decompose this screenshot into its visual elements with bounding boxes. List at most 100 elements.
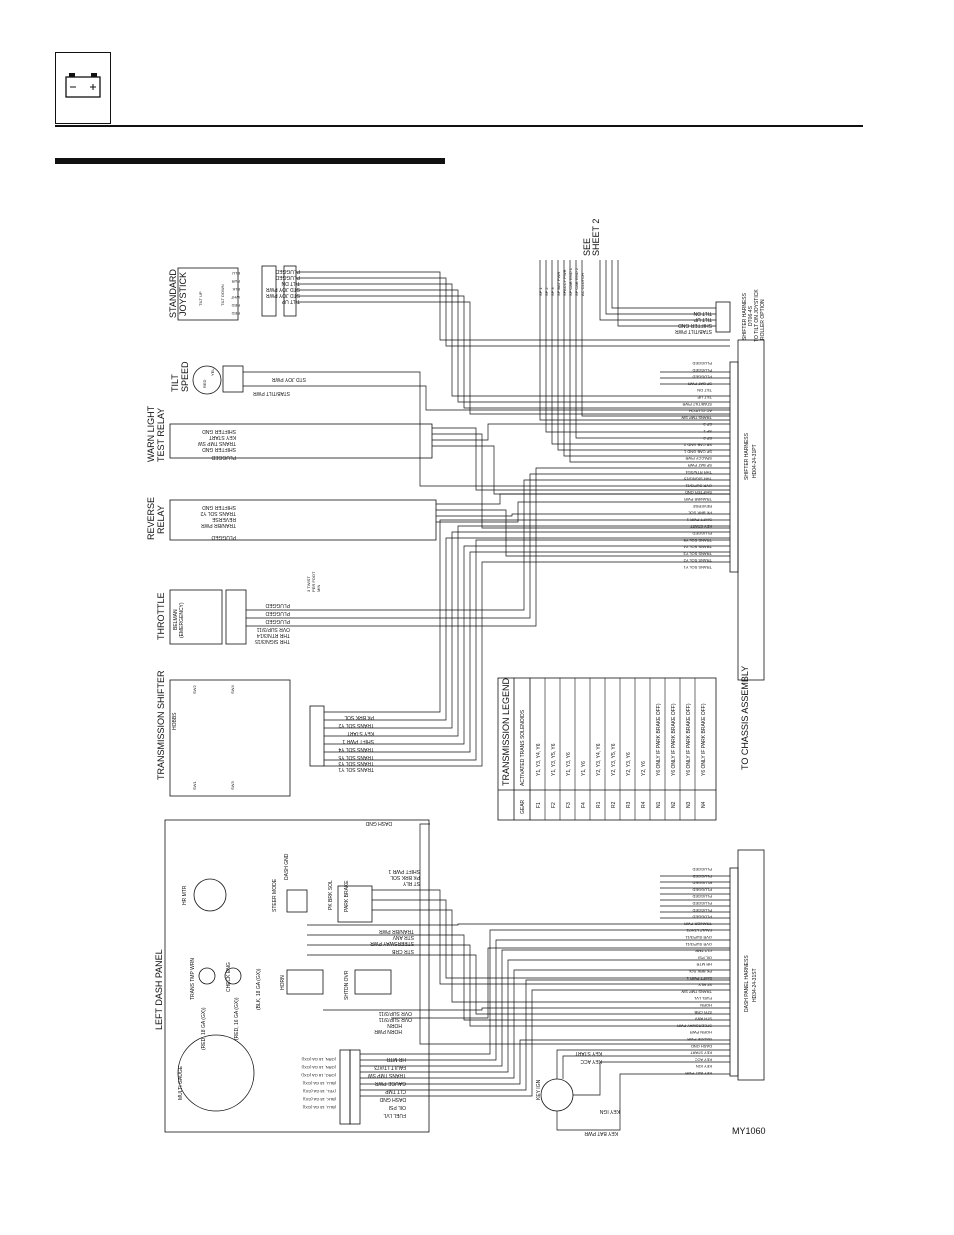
svg-text:HD34-24-31ST: HD34-24-31ST (752, 968, 758, 1002)
legend-gear: N4 (701, 801, 707, 808)
legend-grid (544, 678, 696, 820)
svg-text:SP 2: SP 2 (544, 287, 549, 296)
legend-solenoids: Y2, Y3, Y4, Y6 (596, 743, 602, 776)
svg-text:SW2: SW2 (192, 685, 197, 694)
svg-text:YEL: YEL (210, 368, 215, 376)
see-sheet-line1: SEE (582, 238, 592, 256)
svg-text:(BLU, 18 GA (GX)): (BLU, 18 GA (GX)) (302, 1081, 336, 1086)
to-chassis-assembly: TO CHASSIS ASSEMBLY (740, 666, 750, 770)
svg-text:SHIFTER GND: SHIFTER GND (678, 322, 712, 328)
legend-gear: R3 (626, 801, 632, 808)
harness-pin-label: KEY START (690, 1051, 712, 1056)
svg-text:KEY START: KEY START (209, 434, 236, 440)
svg-text:(YEL, 18 GA (GX)): (YEL, 18 GA (GX)) (302, 1089, 336, 1094)
legend-col-solenoids: ACTIVATED TRANS SOLENOIDS (520, 709, 526, 786)
harness-pin-label: OIL PSI (698, 955, 712, 960)
transmission-shifter-title: TRANSMISSION SHIFTER (156, 670, 166, 780)
svg-text:STEERSWAY PWR: STEERSWAY PWR (370, 940, 414, 946)
dash-harness-connector (729, 867, 739, 1077)
harness-pin-label: STR ANV (695, 1017, 712, 1022)
svg-text:CLT TMP: CLT TMP (384, 1088, 406, 1094)
svg-text:TRAN/BR PWR: TRAN/BR PWR (379, 928, 414, 934)
harness-pin-label: SHIFT PWR 1 (686, 517, 712, 522)
svg-text:TRANS SOL Y4: TRANS SOL Y4 (338, 746, 374, 752)
harness-pin-label: PLUGGED (692, 894, 712, 899)
svg-text:ST RLY: ST RLY (402, 880, 420, 886)
harness-pin-label: PLUGGED (692, 874, 712, 879)
harness-pin-label: TRAN/BR PWR (684, 921, 712, 926)
throttle-wire-labels: PLUGGED PLUGGED PLUGGED OVR SUP/3/11 THR… (255, 571, 321, 644)
svg-text:TRANS TMP SW: TRANS TMP SW (368, 1072, 406, 1078)
legend-gear: F4 (581, 802, 587, 808)
legend-gear: F3 (566, 802, 572, 808)
park-brake-label: PARK BRAKE (344, 880, 350, 912)
svg-text:SHIFTER HARNESS: SHIFTER HARNESS (744, 432, 750, 480)
svg-text:SHIFTER GND: SHIFTER GND (202, 504, 236, 510)
section-title-bar (55, 158, 445, 164)
legend-solenoids: Y1, Y6 (581, 761, 587, 776)
horn-label: HORN (280, 975, 286, 990)
key-ign-title: KEY IGN (536, 1079, 542, 1100)
left-dash-panel-title: LEFT DASH PANEL (154, 949, 164, 1030)
legend-solenoids: Y1, Y3, Y4, Y6 (536, 743, 542, 776)
svg-text:TRAN/BR PWR: TRAN/BR PWR (201, 522, 236, 528)
svg-text:OVR SUP/3/11: OVR SUP/3/11 (379, 1016, 412, 1022)
svg-text:BLU: BLU (232, 271, 240, 276)
svg-text:SW3: SW3 (230, 781, 235, 790)
svg-text:HORN PWR: HORN PWR (374, 1028, 402, 1034)
svg-text:STAB/TILT PWR: STAB/TILT PWR (675, 328, 712, 334)
harness-pin-label: TRANS SOL Y4 (683, 545, 712, 550)
header-rule (55, 125, 863, 127)
svg-text:KEY START: KEY START (575, 1050, 602, 1056)
dash-gnd-top: DASH GND (365, 820, 392, 826)
harness-pin-label: PLUGGED (692, 908, 712, 913)
legend-gear: N2 (671, 801, 677, 808)
svg-text:THR RTN/3/14: THR RTN/3/14 (257, 632, 290, 638)
svg-text:STR ANV: STR ANV (392, 934, 414, 940)
svg-text:HR MTR: HR MTR (386, 1056, 406, 1062)
svg-text:TRANS SOL Y5: TRANS SOL Y5 (338, 754, 374, 760)
harness-pin-label: TILT DN (697, 388, 712, 393)
warn-relay-wire-labels: SHIFTER GND KEY START TRANS TMP SW SHIFT… (198, 428, 236, 460)
legend-solenoids: Y6 ONLY IF PARK BRAKE OFF) (701, 703, 707, 776)
harness-pin-label: PLUGGED (692, 915, 712, 920)
reverse-relay-title2: RELAY (156, 505, 166, 534)
svg-text:PK BRK SOL: PK BRK SOL (390, 874, 420, 880)
harness-pin-label: ST RLY (698, 983, 712, 988)
svg-text:WHT: WHT (230, 295, 240, 300)
harness-pin-label: HR MTR (696, 962, 712, 967)
harness-pin-label: PLUGGED (692, 361, 712, 366)
svg-text:RED: RED (231, 311, 240, 316)
harness-pin-label: PLUGGED (692, 368, 712, 373)
shifter-harness-panel (737, 339, 765, 681)
harness-pin-label: HORN (700, 1003, 712, 1008)
svg-text:PLUGGED: PLUGGED (265, 610, 290, 616)
standard-joystick-title: STANDARD (168, 269, 178, 318)
svg-text:SP 3: SP 3 (550, 287, 555, 296)
svg-text:DASH PANEL HARNESS: DASH PANEL HARNESS (744, 955, 750, 1012)
harness-pin-label: HORN PWR (690, 1030, 712, 1035)
svg-text:STD JOY PWR: STD JOY PWR (266, 286, 300, 292)
svg-text:SW1: SW1 (192, 781, 197, 790)
tilt-speed-title: TILT (170, 374, 180, 392)
tilt-speed-wire-labels: STD JOY PWR STAB/TILT PWR (253, 376, 306, 396)
trans-tmp-wrn-label: TRANS TMP WRN (190, 958, 196, 1000)
harness-pin-label: SP BAT PWR (688, 381, 712, 386)
warn-light-relay-title2: TEST RELAY (156, 408, 166, 462)
svg-text:(BLU, 18 GA (GX)): (BLU, 18 GA (GX)) (302, 1105, 336, 1110)
harness-pin-label: TILT UP (697, 395, 712, 400)
harness-pin-label: TRANS SOL Y3 (683, 551, 712, 556)
left-dash-panel-box (164, 819, 430, 1133)
harness-pin-label: STEERSWAY PWR (677, 1023, 712, 1028)
svg-text:TILT UP: TILT UP (281, 298, 300, 304)
svg-text:SW4: SW4 (230, 685, 235, 694)
svg-text:KEY START: KEY START (347, 730, 374, 736)
svg-text:KEY BAT PWR: KEY BAT PWR (584, 1130, 618, 1136)
reverse-relay-wire-labels: SHIFTER GND TRANS SOL Y2 REVERSE TRAN/BR… (200, 504, 236, 540)
harness-pin-label: FAULT LT/#73 (686, 928, 712, 933)
harness-pin-label: STAB/TILT PWR (682, 402, 712, 407)
harness-pin-label: KEY IGN (696, 1064, 712, 1069)
